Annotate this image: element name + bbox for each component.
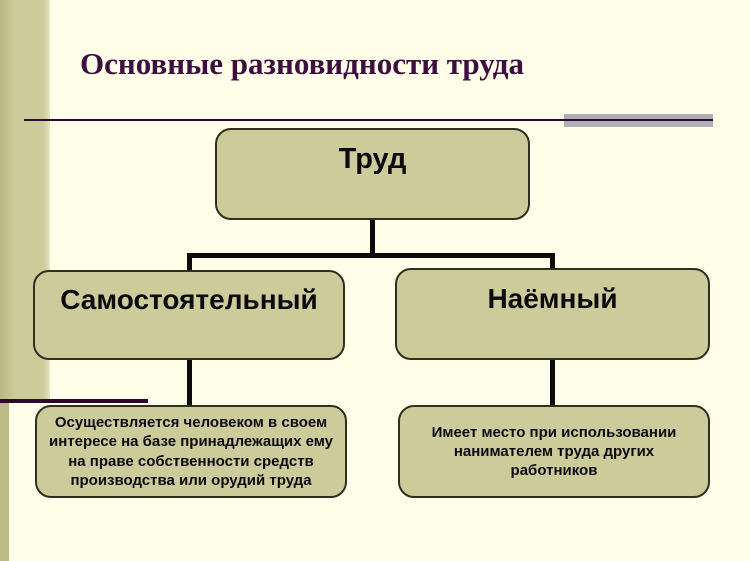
node-independent: Самостоятельный [33, 270, 345, 360]
title-rule [24, 119, 713, 121]
node-hired: Наёмный [395, 268, 710, 360]
node-independent-label: Самостоятельный [60, 284, 318, 315]
description-hired: Имеет место при использовании нанимателе… [398, 405, 710, 498]
connector-root-vertical [370, 218, 375, 256]
connector-horizontal-bar [187, 253, 555, 258]
connector-left-vertical [187, 358, 192, 407]
description-independent-text: Осуществляется человеком в своем интерес… [48, 414, 334, 489]
sidebar-underline [0, 399, 148, 403]
connector-right-vertical [550, 358, 555, 407]
slide-title: Основные разновидности труда [80, 46, 524, 81]
connector-right-drop [550, 253, 555, 273]
description-independent: Осуществляется человеком в своем интерес… [35, 405, 347, 498]
node-labor: Труд [215, 128, 530, 220]
node-hired-label: Наёмный [487, 283, 618, 314]
description-hired-text: Имеет место при использовании нанимателе… [431, 423, 677, 480]
node-labor-label: Труд [338, 143, 407, 175]
connector-left-drop [187, 253, 192, 273]
